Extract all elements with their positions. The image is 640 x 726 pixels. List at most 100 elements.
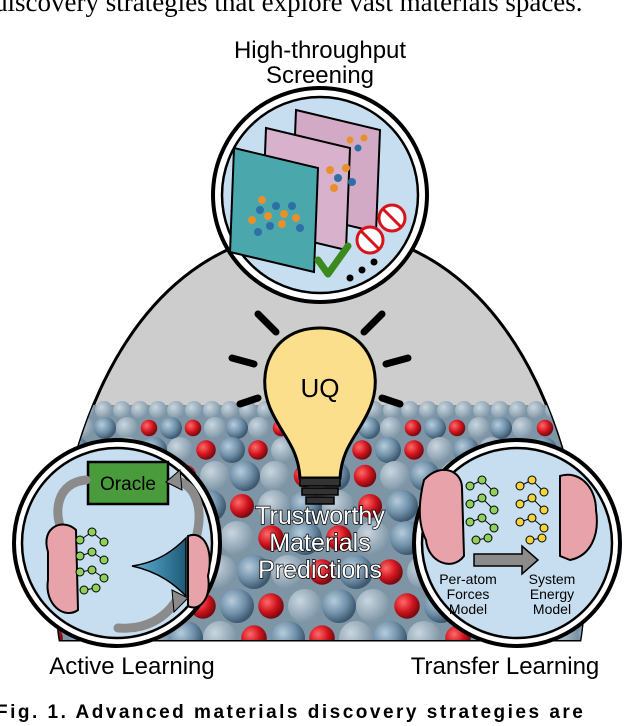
yellow-network-icon [515,475,549,545]
transfer-arrow-icon [473,544,540,576]
green-network-icon [465,475,499,545]
atom [149,401,167,419]
per-atom-line-1: Per-atom [439,571,497,587]
atom [131,401,149,419]
trust-line-3: Predictions [258,556,382,584]
uq-label: UQ [301,373,340,403]
atom [580,419,584,437]
crystal-cluster-back [346,134,368,152]
active-learning-circle: Oracle [12,438,222,648]
atom [563,401,581,419]
atom [196,440,216,460]
atom [455,401,473,419]
trustworthy-predictions-label: Trustworthy Materials Predictions [254,501,386,584]
atom [509,401,527,419]
atom [220,521,254,555]
atom [322,589,356,623]
system-line-3: Model [533,601,571,617]
ellipsis-dot [346,274,354,282]
atom [353,464,377,488]
per-atom-line-3: Model [449,601,487,617]
trust-line-1: Trustworthy [255,502,385,530]
atom [407,621,441,640]
atom [356,589,390,623]
atom [219,437,245,463]
atom [204,417,226,439]
atom [427,437,453,463]
atom [260,461,290,491]
atom [386,490,418,522]
atom [339,555,373,589]
atom [288,521,322,555]
atom [113,401,131,419]
atom [258,490,290,522]
atom [309,625,335,640]
atom [169,621,203,640]
figure-caption: Fig. 1. Advanced materials discovery str… [0,702,586,723]
atom [237,555,271,589]
atom [490,417,512,439]
transfer-learning-circle: Per-atom Forces Model System Energy Mode… [412,438,622,648]
atom [512,417,534,439]
atom [95,401,113,419]
brain-icon-right [559,473,598,562]
active-learning-label: Active Learning [49,653,214,680]
preceding-text-line: discovery strategies that explore vast m… [0,0,583,17]
atom [424,417,446,439]
screen-panel-front [228,146,320,274]
ellipsis-dot [370,258,378,266]
atom [356,521,390,555]
atom [527,401,545,419]
bulb-rays [228,310,412,408]
atom [200,461,230,491]
atom [394,593,420,619]
no-symbol-icon [377,203,407,233]
brain-icon-right [187,533,211,609]
atom [288,589,322,623]
atom [220,589,254,623]
atom [56,401,59,419]
atom [545,401,563,419]
atom [375,437,401,463]
brain-icon-left [418,469,466,565]
atom [380,417,402,439]
atom [258,525,284,551]
atom [583,437,584,463]
atom [326,525,352,551]
brain-icon-left [45,523,80,615]
atom [72,417,94,439]
system-line-2: Energy [530,586,574,602]
atom [419,401,437,419]
atom [468,417,490,439]
atom [339,621,373,640]
neural-network-icon [75,527,109,595]
atom [258,593,284,619]
atom [185,401,203,419]
uncertainty-cone-icon [131,536,187,598]
no-symbol-icon [355,225,385,255]
atom [352,440,372,460]
atom [599,401,617,419]
atom [373,621,407,640]
atom [380,461,410,491]
oracle-label: Oracle [100,474,156,495]
crystal-cluster-front [248,196,304,236]
atom [160,417,182,439]
atom [140,419,158,437]
atom [59,401,77,419]
atom [203,401,221,419]
atom [184,419,202,437]
atom [241,625,267,640]
atom [56,419,70,437]
hts-circle [211,86,429,304]
atom [226,417,248,439]
uq-lightbulb: UQ [263,326,377,505]
atom [358,494,382,518]
atom [271,555,305,589]
atom [167,401,185,419]
atom [248,440,268,460]
atom [221,401,239,419]
atom [401,401,419,419]
hts-title-line-1: High-throughput [234,37,406,64]
atom [491,401,509,419]
